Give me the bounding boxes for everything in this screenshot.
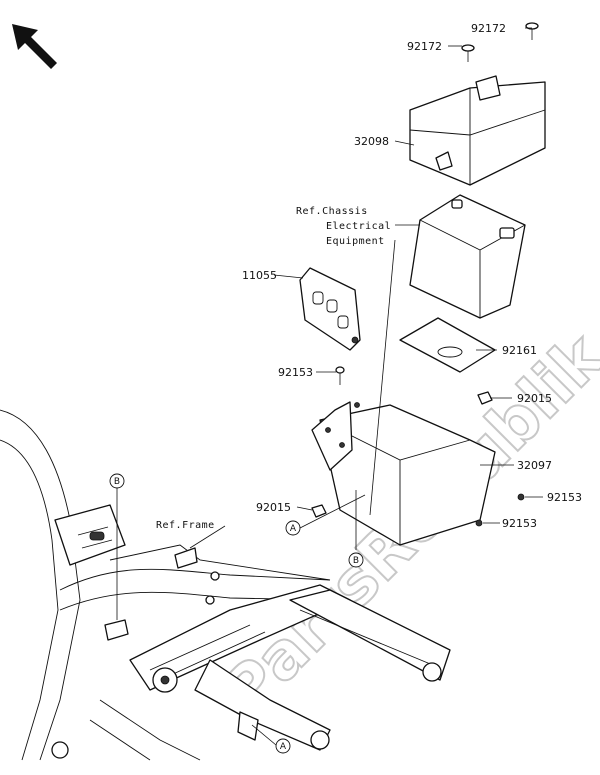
label-92015-right: 92015 <box>517 392 552 405</box>
callout-b-top: B <box>348 552 364 568</box>
svg-text:A: A <box>280 742 287 752</box>
bolt-92153-right-1 <box>517 493 525 501</box>
battery-case <box>311 401 496 546</box>
screw-92172-right <box>525 22 539 40</box>
label-ref-chassis: Ref.Chassis <box>296 206 368 217</box>
nut-92015-left <box>311 504 327 518</box>
callout-a-frame: A <box>275 738 291 754</box>
label-92161: 92161 <box>502 344 537 357</box>
label-92172-left: 92172 <box>407 40 442 53</box>
callout-b-frame: B <box>109 473 125 489</box>
label-92153-right-1: 92153 <box>547 491 582 504</box>
screw-92172-left <box>461 44 475 62</box>
motorcycle-frame <box>0 409 451 761</box>
pad <box>399 317 496 373</box>
label-92153-right-2: 92153 <box>502 517 537 530</box>
label-ref-electrical: Electrical <box>326 221 391 232</box>
label-32097: 32097 <box>517 459 552 472</box>
leader-lines <box>116 27 543 746</box>
battery <box>409 194 526 319</box>
svg-text:B: B <box>114 477 120 487</box>
bolt-92153-left <box>335 366 345 385</box>
nut-92015-right <box>477 391 493 405</box>
svg-text:B: B <box>353 556 359 566</box>
label-ref-frame: Ref.Frame <box>156 520 215 531</box>
front-direction-arrow-icon <box>12 24 57 69</box>
label-92015-left: 92015 <box>256 501 291 514</box>
label-92153-left: 92153 <box>278 366 313 379</box>
battery-cover <box>409 75 546 186</box>
svg-text:A: A <box>290 524 297 534</box>
label-ref-equipment: Equipment <box>326 236 385 247</box>
label-92172-right: 92172 <box>471 22 506 35</box>
label-32098: 32098 <box>354 135 389 148</box>
callout-a-top: A <box>285 520 301 536</box>
label-11055: 11055 <box>242 269 277 282</box>
bolt-92153-right-2 <box>475 519 483 527</box>
bracket <box>299 267 361 351</box>
